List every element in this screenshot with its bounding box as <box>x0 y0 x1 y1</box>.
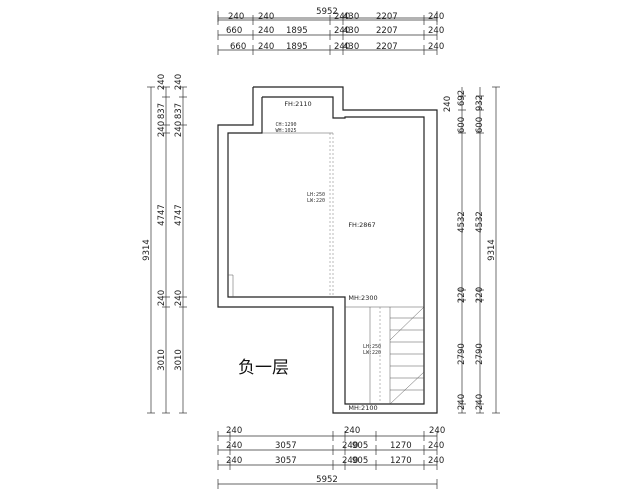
note-top-1: CH:1290 <box>275 122 296 128</box>
note-stair-2: LW:220 <box>363 350 381 356</box>
note-mid-1: LH:250 <box>307 192 325 198</box>
fh-top-label: FH:2110 <box>284 100 311 108</box>
top-row2-dim-7: 240 <box>428 26 444 36</box>
top-row3-dim-1: 660 <box>230 42 246 52</box>
top-row1-dim-4: 240 <box>334 12 350 22</box>
top-row1-dim-1: 240 <box>228 12 244 22</box>
bottom-row1-dim-6: 240 <box>429 426 445 436</box>
right-col2-dim-6: 240 <box>475 394 485 410</box>
right-col1-dim-1: 240 <box>443 96 453 112</box>
note-stair-1: LH:250 <box>363 344 381 350</box>
bottom-row2-dim-1: 240 <box>226 441 242 451</box>
bottom-row2-dim-2: 3057 <box>275 441 297 451</box>
left-col2-dim-4: 4747 <box>174 204 184 226</box>
left-col1-dim-5: 240 <box>157 290 167 306</box>
right-col2-dim-2: 600 <box>475 117 485 133</box>
bottom-row2-dim-5: 1270 <box>390 441 412 451</box>
top-row2-dim-2: 240 <box>258 26 274 36</box>
right-col1-dim-3: 600 <box>457 117 467 133</box>
right-col1-dim-6: 2790 <box>457 343 467 365</box>
top-row3-dim-7: 240 <box>428 42 444 52</box>
top-row2-dim-5: 430 <box>343 26 359 36</box>
bottom-row2-dim-6: 240 <box>428 441 444 451</box>
top-row3-dim-4: 240 <box>334 42 350 52</box>
mh-lower-label: MH:2100 <box>348 404 377 412</box>
top-row2-dim-3: 1895 <box>286 26 308 36</box>
bottom-row3-dim-5: 1270 <box>390 456 412 466</box>
right-col1-dim-4: 4532 <box>457 211 467 233</box>
bottom-row2-dim-3: 240 <box>342 441 358 451</box>
right-col2-dim-5: 2790 <box>475 343 485 365</box>
floor-walls <box>217 86 438 414</box>
mh-upper-label: MH:2300 <box>348 294 377 302</box>
top-dimension-chains: 5952 240 240 240 430 2207 240 660 240 18… <box>217 7 444 55</box>
top-row1-dim-7: 240 <box>428 12 444 22</box>
left-col2-dim-1: 240 <box>174 74 184 90</box>
top-row1-dim-5: 430 <box>343 12 359 22</box>
right-col2-dim-1: 932 <box>475 95 485 111</box>
fh-main-label: FH:2867 <box>348 221 375 229</box>
top-row3-dim-3: 1895 <box>286 42 308 52</box>
top-row2-dim-6: 2207 <box>376 26 398 36</box>
left-total-dimension: 9314 <box>142 239 152 261</box>
right-col2-dim-4: 220 <box>475 287 485 303</box>
left-col1-dim-6: 3010 <box>157 349 167 371</box>
left-col2-dim-2: 837 <box>174 103 184 119</box>
top-row1-dim-6: 2207 <box>376 12 398 22</box>
left-col2-dim-3: 240 <box>174 121 184 137</box>
left-col1-dim-3: 240 <box>157 121 167 137</box>
top-row3-dim-6: 2207 <box>376 42 398 52</box>
bottom-row3-dim-2: 3057 <box>275 456 297 466</box>
top-total-dimension: 5952 <box>316 7 338 17</box>
bottom-row3-dim-3: 240 <box>342 456 358 466</box>
floor-label: 负一层 <box>238 358 289 378</box>
right-col1-dim-2: 692 <box>457 90 467 106</box>
bottom-dimension-chains: 240 240 240 240 3057 240 905 1270 240 24… <box>217 426 445 489</box>
bottom-row3-dim-6: 240 <box>428 456 444 466</box>
bottom-row1-dim-3: 240 <box>344 426 360 436</box>
top-row3-dim-5: 430 <box>343 42 359 52</box>
top-row1-dim-2: 240 <box>258 12 274 22</box>
note-top-2: WH:1025 <box>275 128 296 134</box>
left-col1-dim-4: 4747 <box>157 204 167 226</box>
right-col2-dim-3: 4532 <box>475 211 485 233</box>
left-col2-dim-6: 3010 <box>174 349 184 371</box>
left-dimension-chains: 9314 240 837 240 4747 240 3010 240 837 2… <box>142 74 187 414</box>
left-col2-dim-5: 240 <box>174 290 184 306</box>
right-col1-dim-5: 220 <box>457 287 467 303</box>
top-row2-dim-1: 660 <box>226 26 242 36</box>
right-col1-dim-7: 240 <box>457 394 467 410</box>
left-col1-dim-2: 837 <box>157 103 167 119</box>
note-mid-2: LW:220 <box>307 198 325 204</box>
bottom-row2-dim-4: 905 <box>352 441 368 451</box>
right-dimension-chains: 240 692 600 4532 220 2790 240 932 600 45… <box>443 86 500 414</box>
bottom-row3-dim-1: 240 <box>226 456 242 466</box>
right-total-dimension: 9314 <box>487 239 497 261</box>
left-col1-dim-1: 240 <box>157 74 167 90</box>
bottom-row1-dim-1: 240 <box>226 426 242 436</box>
room-labels: FH:2110 CH:1290 WH:1025 LH:250 LW:220 FH… <box>275 100 381 412</box>
top-row3-dim-2: 240 <box>258 42 274 52</box>
top-row2-dim-4: 240 <box>334 26 350 36</box>
bottom-row3-dim-4: 905 <box>352 456 368 466</box>
bottom-total-dimension: 5952 <box>316 475 338 485</box>
